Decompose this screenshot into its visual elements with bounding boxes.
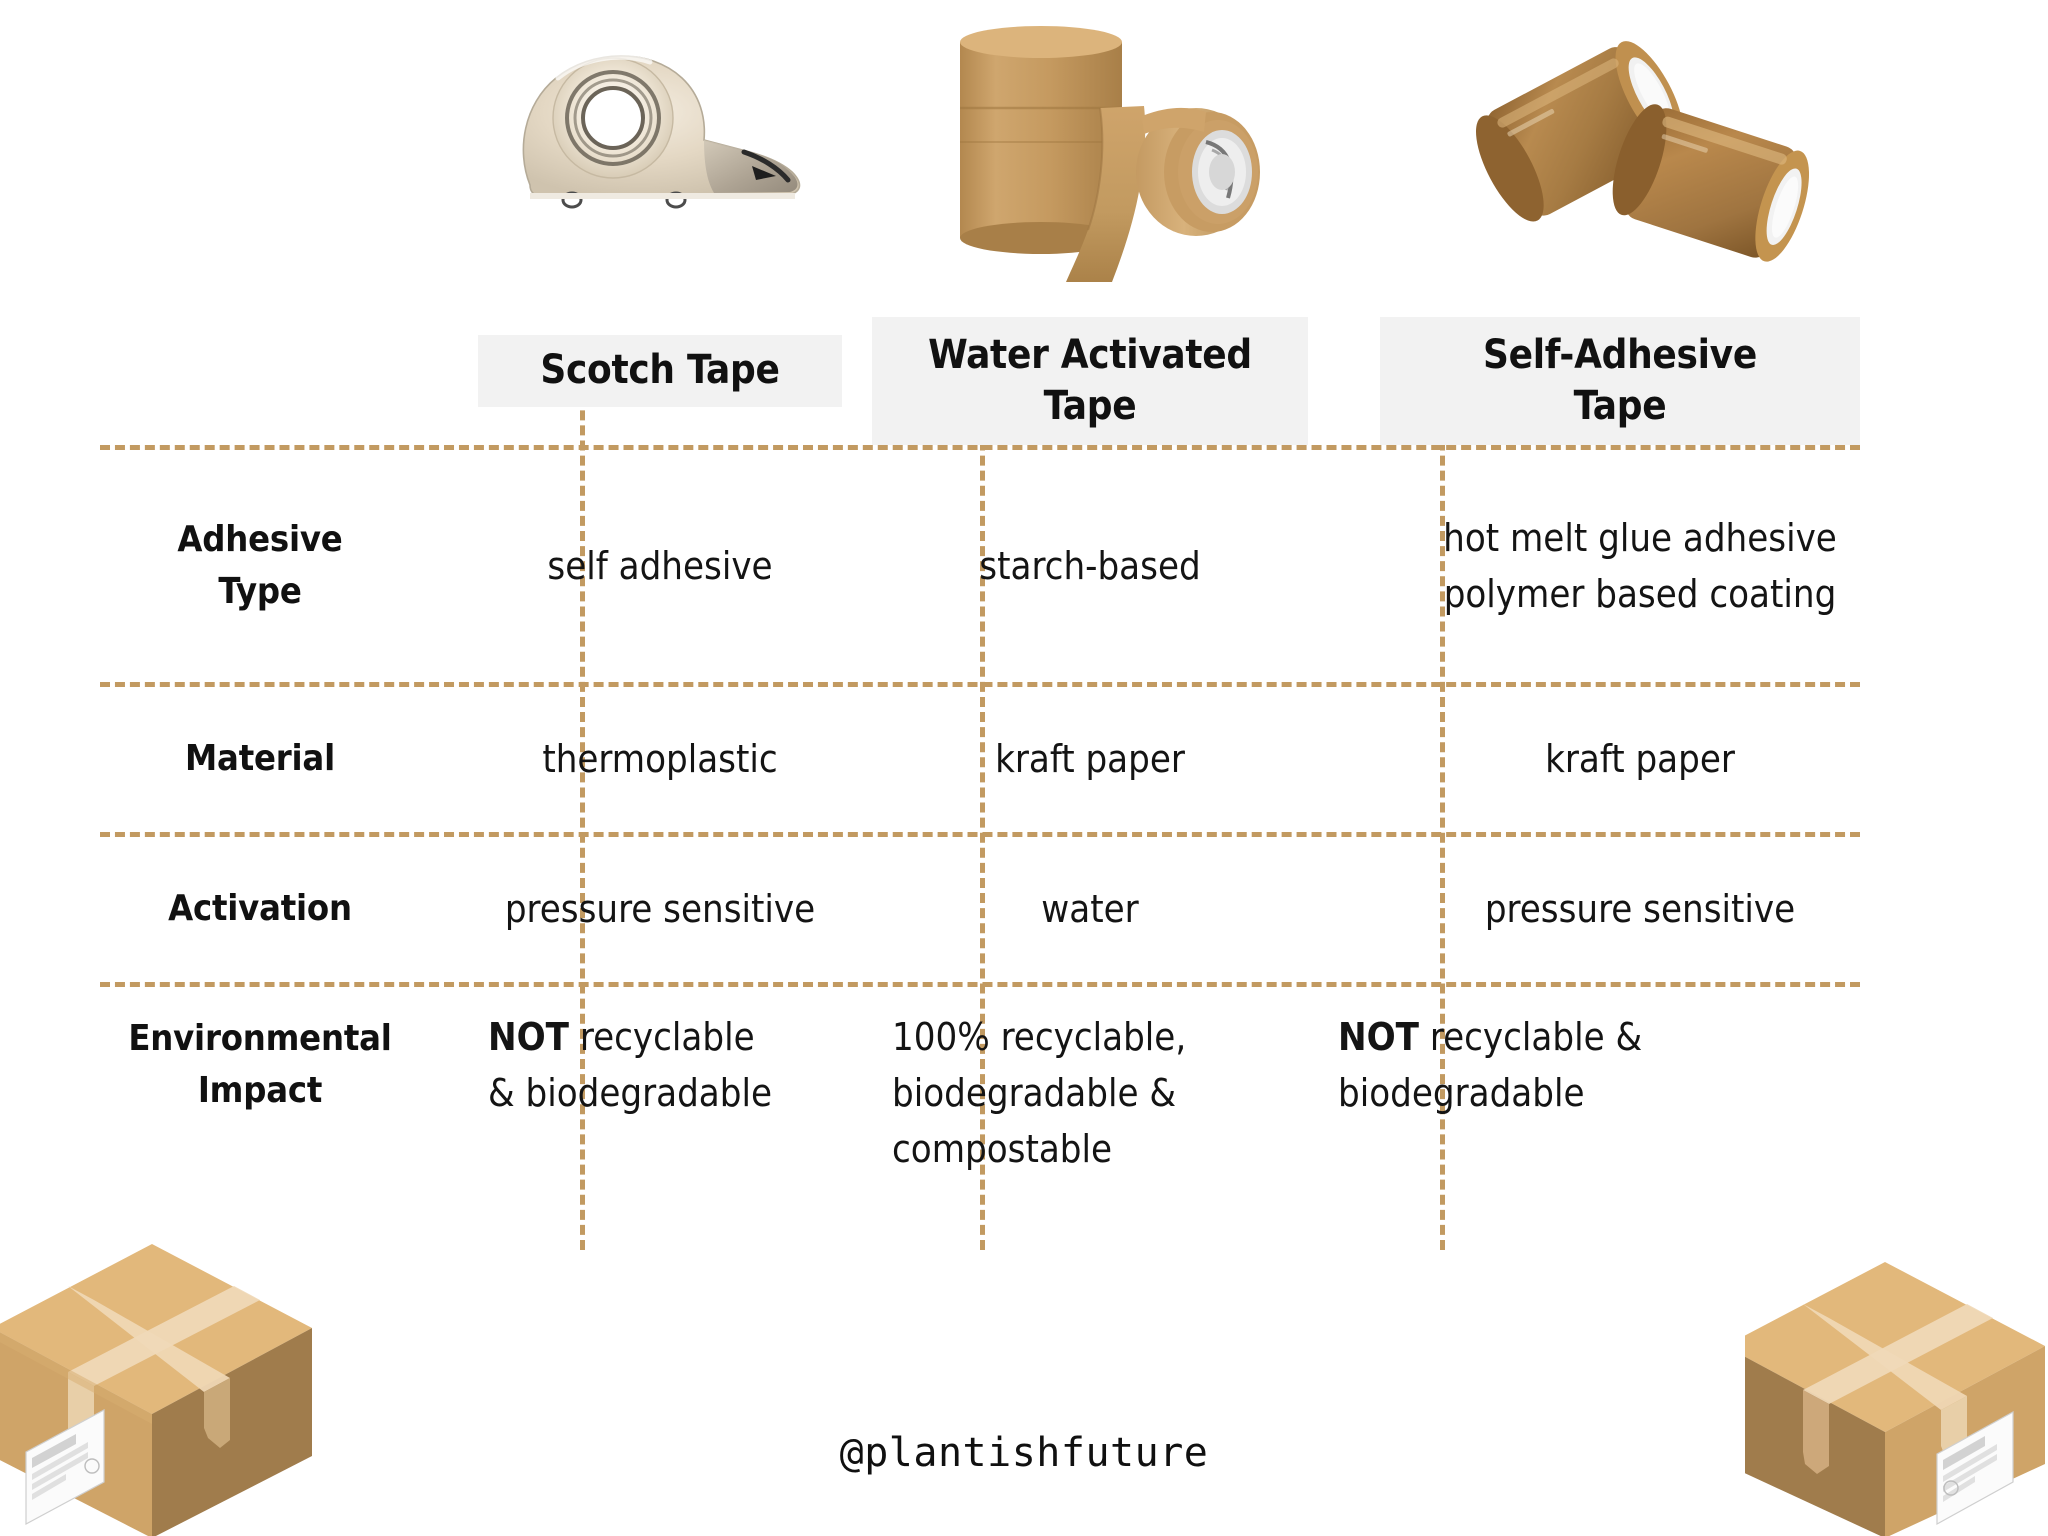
row-separator-1 — [100, 682, 1960, 687]
row-separator-top — [100, 445, 1960, 450]
row-label-activation: Activation — [168, 888, 352, 930]
row-label-environmental-impact: Environmental Impact — [128, 1018, 392, 1112]
header-cell-scotch: Scotch Tape — [460, 335, 860, 445]
cell-adhesive-type-water: starch-based — [979, 543, 1201, 588]
table-header-row: Scotch Tape Water Activated Tape Self-Ad… — [100, 300, 1960, 445]
cell-environmental-impact-water: 100% recyclable, biodegradable & compost… — [892, 1015, 1187, 1172]
row-separator-3 — [100, 982, 1960, 987]
table-row: Activation pressure sensitive water pres… — [100, 837, 1960, 982]
table-row: Adhesive Type self adhesive starch-based… — [100, 450, 1960, 682]
row-label-adhesive-type: Adhesive Type — [177, 518, 343, 612]
column-divider-3 — [1440, 350, 1445, 1250]
product-image-row — [0, 0, 2048, 300]
tape-comparison-table: Scotch Tape Water Activated Tape Self-Ad… — [100, 300, 1960, 1250]
water-activated-tape-image — [930, 0, 1330, 300]
cell-adhesive-type-scotch: self adhesive — [547, 543, 773, 588]
cell-material-scotch: thermoplastic — [542, 737, 778, 782]
cell-activation-self: pressure sensitive — [1484, 887, 1796, 932]
social-handle-watermark: @plantishfuture — [839, 1430, 1209, 1476]
cell-environmental-impact-self: NOT recyclable & biodegradable — [1338, 1015, 1643, 1116]
header-label-scotch: Scotch Tape — [540, 347, 780, 394]
cardboard-box-right-decoration — [1725, 1228, 2048, 1536]
cell-activation-scotch: pressure sensitive — [504, 887, 816, 932]
cell-material-water: kraft paper — [995, 737, 1185, 782]
column-divider-2 — [980, 350, 985, 1250]
cardboard-box-left-decoration — [0, 1228, 312, 1536]
table-row: Environmental Impact NOT recyclable & bi… — [100, 987, 1960, 1232]
row-separator-2 — [100, 832, 1960, 837]
column-divider-1 — [580, 350, 585, 1250]
self-adhesive-tape-image — [1440, 0, 1840, 300]
header-label-self: Self-Adhesive Tape — [1483, 331, 1757, 429]
cell-environmental-impact-scotch: NOT recyclable & biodegradable — [488, 1015, 772, 1116]
scotch-tape-dispenser-image — [500, 0, 900, 300]
table-row: Material thermoplastic kraft paper kraft… — [100, 687, 1960, 832]
cell-material-self: kraft paper — [1545, 737, 1735, 782]
header-label-water: Water Activated Tape — [928, 331, 1252, 429]
header-cell-water: Water Activated Tape — [860, 317, 1320, 445]
row-label-material: Material — [185, 738, 335, 780]
cell-activation-water: water — [1041, 887, 1139, 932]
header-cell-self: Self-Adhesive Tape — [1320, 317, 1960, 445]
cell-adhesive-type-self: hot melt glue adhesive polymer based coa… — [1443, 515, 1837, 616]
